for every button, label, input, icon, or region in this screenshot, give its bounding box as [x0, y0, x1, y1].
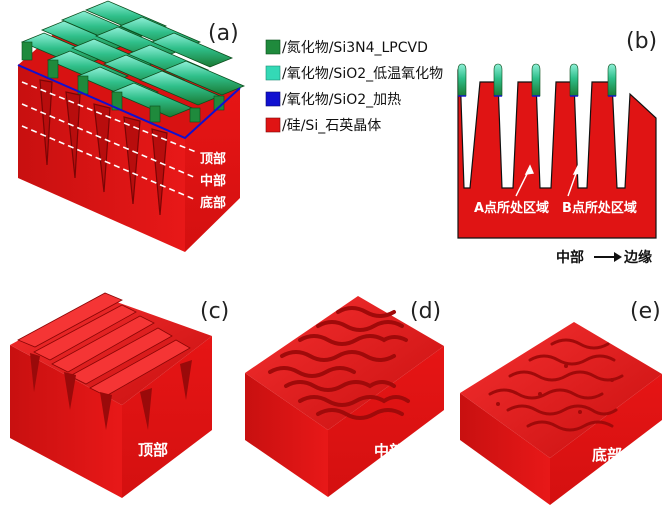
- panel-e-pattern: [488, 338, 624, 432]
- panel-d: (d) 中部: [245, 296, 444, 497]
- panel-b-axis-to: 边缘: [623, 249, 652, 266]
- panel-d-caption: 中部: [374, 442, 404, 460]
- panel-e-dots: [496, 364, 614, 414]
- panel-a-level-lines: [21, 81, 197, 201]
- panel-a-level-top: 顶部: [200, 151, 226, 167]
- panel-d-left-face: [245, 373, 328, 497]
- panel-b-fin-tops: [457, 63, 617, 97]
- legend-swatch-silicon: [265, 117, 281, 133]
- panel-c: (c) 顶部: [10, 292, 229, 498]
- legend-label-nitride: /氮化物/Si3N4_LPCVD: [282, 40, 428, 56]
- panel-e-label: (e): [630, 299, 661, 324]
- panel-c-ridges: [17, 292, 191, 397]
- legend-item-nitride: /氮化物/Si3N4_LPCVD: [265, 39, 428, 56]
- panel-c-label: (c): [200, 299, 229, 324]
- panel-d-pattern: [268, 306, 410, 420]
- panel-d-top-face: [245, 296, 444, 430]
- legend-swatch-lto: [265, 65, 281, 81]
- panel-b-cross-section: [457, 69, 657, 239]
- panel-e: (e) 底部: [460, 299, 662, 505]
- panel-e-left-face: [460, 393, 550, 505]
- legend-swatch-thermal-oxide: [265, 91, 281, 107]
- panel-b-region-b: B点所处区域: [562, 200, 637, 216]
- panel-b: A点所处区域 B点所处区域 (b) 中部 边缘: [457, 29, 657, 266]
- panel-e-front-face: [550, 374, 662, 505]
- legend-label-silicon: /硅/Si_石英晶体: [282, 117, 381, 134]
- panel-a-trenches: [39, 79, 168, 216]
- legend-label-lto: /氧化物/SiO2_低温氧化物: [282, 66, 443, 82]
- legend: /氮化物/Si3N4_LPCVD /氧化物/SiO2_低温氧化物 /氧化物/Si…: [265, 39, 443, 134]
- panel-c-left-face: [10, 345, 122, 498]
- panel-a-front-face: [185, 88, 240, 252]
- panel-b-region-a: A点所处区域: [474, 200, 549, 216]
- panel-b-axis-arrow: [594, 252, 622, 262]
- panel-c-caption: 顶部: [138, 441, 168, 459]
- legend-swatch-nitride: [265, 39, 281, 55]
- panel-d-label: (d): [410, 299, 441, 324]
- panel-a-level-bottom: 底部: [200, 195, 226, 211]
- panel-b-axis-from: 中部: [556, 249, 584, 266]
- panel-b-arrows: [515, 164, 583, 197]
- panel-a: (a) 顶部 中部 底部: [17, 0, 246, 252]
- legend-item-lto: /氧化物/SiO2_低温氧化物: [265, 65, 443, 82]
- legend-label-thermal-oxide: /氧化物/SiO2_加热: [282, 92, 401, 108]
- panel-a-label: (a): [208, 21, 239, 46]
- panel-a-fins: [17, 0, 246, 140]
- panel-b-label: (b): [626, 29, 657, 54]
- legend-item-silicon: /硅/Si_石英晶体: [265, 117, 381, 134]
- panel-c-grooves: [30, 353, 192, 430]
- panel-a-level-middle: 中部: [200, 173, 226, 189]
- panel-e-caption: 底部: [592, 446, 622, 464]
- panel-d-front-face: [328, 346, 444, 497]
- legend-item-thermal-oxide: /氧化物/SiO2_加热: [265, 91, 401, 108]
